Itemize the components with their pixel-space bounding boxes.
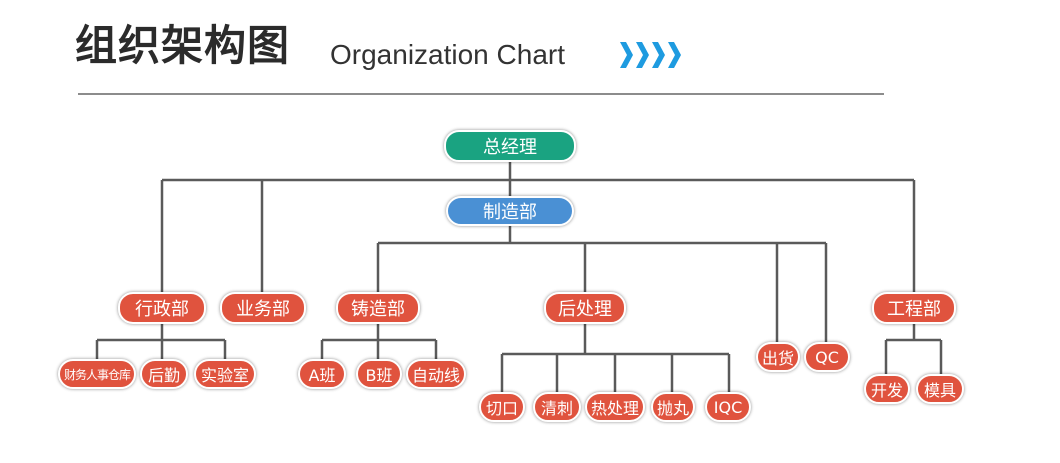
node-development: 开发 [864,374,910,404]
node-cutting: 切口 [479,392,525,422]
node-iqc: IQC [705,392,751,422]
node-manufacturing: 制造部 [446,196,574,226]
node-finance-hr-warehouse: 财务人事仓库 [58,359,136,389]
node-sales: 业务部 [220,292,306,324]
node-automatic-line: 自动线 [406,359,466,389]
node-general-manager: 总经理 [444,130,576,162]
node-post-processing: 后处理 [544,292,626,324]
node-shift-b: B班 [356,359,402,389]
node-qc: QC [804,342,850,372]
page-subtitle: Organization Chart [330,39,566,70]
node-shot-blasting: 抛丸 [651,392,695,422]
node-shipping: 出货 [756,342,800,372]
page-title: 组织架构图 [75,21,291,70]
node-admin: 行政部 [118,292,206,324]
node-logistics: 后勤 [140,359,188,389]
node-heat-treatment: 热处理 [585,392,645,422]
node-mold: 模具 [916,374,964,404]
node-engineering: 工程部 [872,292,956,324]
node-laboratory: 实验室 [194,359,256,389]
node-casting: 铸造部 [336,292,420,324]
node-shift-a: A班 [298,359,346,389]
chevron-right-icon [620,42,681,68]
node-deburring: 清刺 [533,392,581,422]
header-divider [78,93,884,95]
